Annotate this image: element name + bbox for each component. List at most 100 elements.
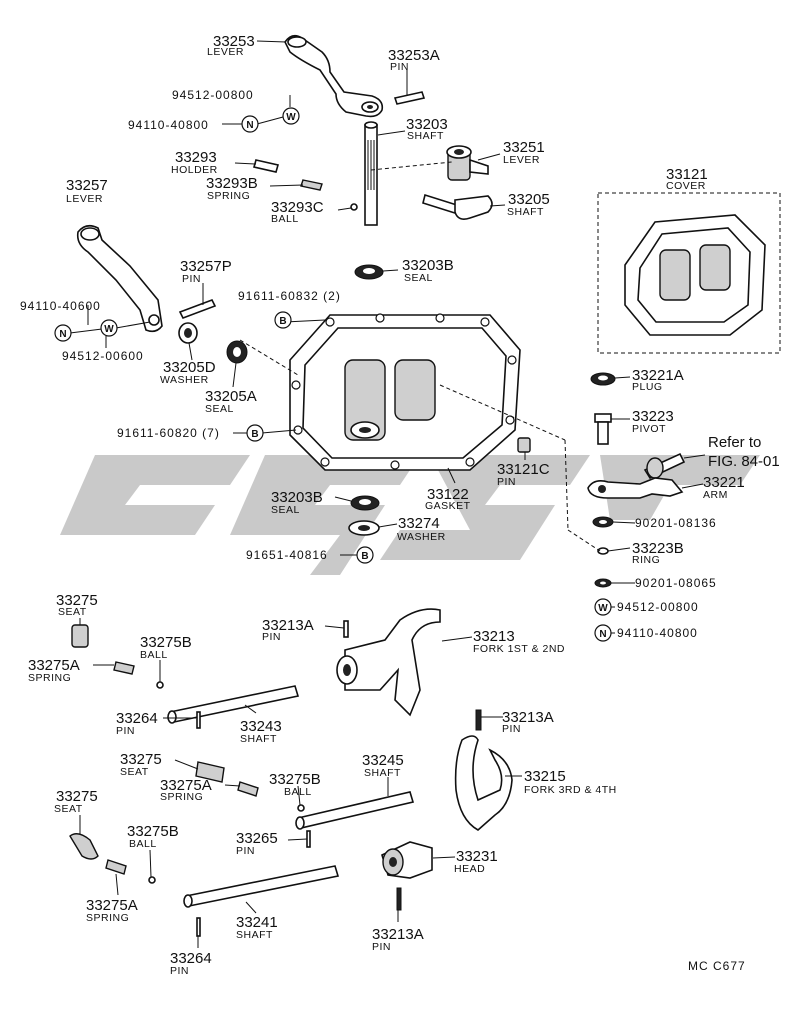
- part-number: 33293C: [271, 199, 324, 216]
- part-name: BALL: [284, 786, 312, 798]
- leader-lines: [69, 40, 706, 948]
- part-number: 33122: [427, 486, 469, 503]
- part-number: 33213A: [502, 709, 554, 726]
- part-name: LEVER: [207, 46, 244, 58]
- part-number: 33223: [632, 408, 674, 425]
- part-number: 94110-40800: [617, 626, 698, 640]
- part-number: 33253A: [388, 47, 440, 64]
- switch-drawing: [643, 452, 686, 480]
- part-number: 94110-40600: [20, 299, 101, 313]
- part-number: 33293B: [206, 175, 258, 192]
- part-number: 33223B: [632, 540, 684, 557]
- part-number: 33253: [213, 33, 255, 50]
- head-33231-drawing: [381, 841, 433, 879]
- seat-spring-ball-1-drawing: [71, 624, 164, 689]
- pin-33257P-drawing: [178, 298, 217, 320]
- part-name: SPRING: [160, 791, 203, 803]
- part-name: PIN: [262, 631, 281, 643]
- part-name: SHAFT: [240, 733, 277, 745]
- part-name: COVER: [666, 180, 706, 192]
- part-name: HOLDER: [171, 164, 218, 176]
- svg-text:B: B: [361, 551, 368, 562]
- part-number: 33205A: [205, 388, 257, 405]
- part-name: LEVER: [503, 154, 540, 166]
- part-number: 33205D: [163, 359, 216, 376]
- plug-33221A-drawing: [590, 372, 616, 386]
- shaft-33203-drawing: [364, 121, 378, 226]
- svg-text:W: W: [598, 603, 608, 614]
- part-number: 33221A: [632, 367, 684, 384]
- washer-seal-33205-drawing: [178, 322, 248, 364]
- shaft-33245-drawing: [295, 791, 415, 830]
- part-number: 91651-40816: [246, 548, 328, 562]
- svg-text:N: N: [59, 329, 66, 340]
- part-number: 33245: [362, 752, 404, 769]
- part-number: 33257: [66, 177, 108, 194]
- lever-33253-drawing: [284, 34, 384, 118]
- svg-text:N: N: [599, 629, 606, 640]
- cover-33121-box: [597, 192, 781, 354]
- part-number: 33213: [473, 628, 515, 645]
- part-number: 94512-00600: [62, 349, 144, 363]
- part-name: SEAT: [58, 606, 87, 618]
- part-number: 33275A: [160, 777, 212, 794]
- part-number: 94110-40800: [128, 118, 209, 132]
- part-name: BALL: [140, 649, 168, 661]
- svg-text:B: B: [251, 429, 258, 440]
- part-name: SHAFT: [507, 206, 544, 218]
- shaft-33205-drawing: [422, 193, 493, 220]
- part-number: 33275: [56, 592, 98, 609]
- seal-washer-bottom-drawing: [348, 495, 380, 536]
- seat-spring-ball-2-drawing: [195, 761, 305, 812]
- part-number: 33203: [406, 116, 448, 133]
- part-name: SHAFT: [364, 767, 401, 779]
- fork-33215-drawing: [454, 735, 513, 831]
- part-name: PIN: [497, 476, 516, 488]
- diagram-code: MC C677: [688, 959, 746, 973]
- part-number: 33275A: [28, 657, 80, 674]
- washer-90201a-drawing: [592, 516, 614, 528]
- svg-text:N: N: [246, 120, 253, 131]
- part-number: 33213A: [372, 926, 424, 943]
- part-name: PIN: [390, 61, 409, 73]
- part-name: PIN: [502, 723, 521, 735]
- part-name: PIN: [236, 845, 255, 857]
- part-number: 91611-60820 (7): [117, 426, 220, 440]
- part-number: 33275B: [127, 823, 179, 840]
- part-name: WASHER: [397, 531, 446, 543]
- reference-text: FIG. 84-01: [708, 453, 780, 470]
- svg-text:W: W: [104, 324, 114, 335]
- lever-33251-drawing: [446, 145, 489, 181]
- pivot-33223-drawing: [594, 413, 612, 445]
- part-number: 33215: [524, 768, 566, 785]
- part-number: 33275B: [140, 634, 192, 651]
- part-number: 33264: [116, 710, 158, 727]
- part-name: HEAD: [454, 863, 485, 875]
- part-name: SPRING: [28, 672, 71, 684]
- part-number: 33213A: [262, 617, 314, 634]
- circle-symbols: W N B N W B B W N: [54, 107, 612, 642]
- seal-33203B-top-drawing: [354, 264, 384, 280]
- dashed-lines: [239, 161, 601, 552]
- part-number: 33205: [508, 191, 550, 208]
- part-number: 33275: [120, 751, 162, 768]
- part-name: SEAT: [54, 803, 83, 815]
- part-number: 33257P: [180, 258, 232, 275]
- part-number: 33274: [398, 515, 440, 532]
- part-number: 33121C: [497, 461, 550, 478]
- part-name: SEAL: [271, 504, 300, 516]
- part-number: 33221: [703, 474, 745, 491]
- seat-spring-ball-3-drawing: [69, 833, 156, 884]
- part-name: BALL: [129, 838, 157, 850]
- part-number: 33231: [456, 848, 498, 865]
- part-name: PIN: [372, 941, 391, 953]
- pin-33213A-3-drawing: [396, 887, 402, 911]
- part-name: WASHER: [160, 374, 209, 386]
- pin-33265-drawing: [306, 830, 311, 848]
- part-number: 33275: [56, 788, 98, 805]
- part-name: RING: [632, 554, 660, 566]
- part-name: PIN: [182, 273, 201, 285]
- shaft-33241-drawing: [183, 865, 340, 908]
- part-number: 94512-00800: [617, 600, 699, 614]
